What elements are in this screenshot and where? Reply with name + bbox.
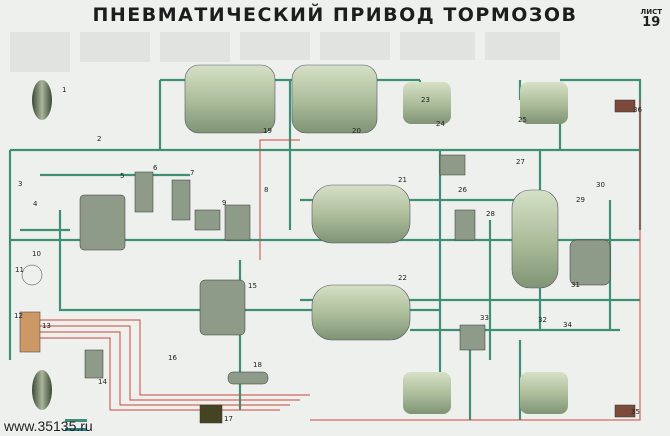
label-7: 7 bbox=[190, 169, 194, 177]
air-receivers bbox=[184, 64, 559, 341]
label-11: 11 bbox=[15, 266, 24, 274]
sheet-number: ЛИСТ 19 bbox=[640, 8, 662, 29]
control-lines bbox=[40, 100, 641, 421]
label-1: 1 bbox=[62, 86, 66, 94]
poster-title: ПНЕВМАТИЧЕСКИЙ ПРИВОД ТОРМОЗОВ bbox=[92, 4, 578, 26]
label-36: 36 bbox=[633, 106, 642, 114]
label-12: 12 bbox=[14, 312, 23, 320]
brake-chambers bbox=[32, 80, 568, 414]
label-25: 25 bbox=[518, 116, 527, 124]
label-19: 19 bbox=[263, 127, 272, 135]
label-6: 6 bbox=[153, 164, 158, 172]
sheet-value: 19 bbox=[642, 15, 661, 30]
label-8: 8 bbox=[264, 186, 268, 194]
line-legend bbox=[65, 419, 87, 431]
label-28: 28 bbox=[486, 210, 495, 218]
label-15: 15 bbox=[248, 282, 257, 290]
label-23: 23 bbox=[421, 96, 430, 104]
label-20: 20 bbox=[352, 127, 361, 135]
label-21: 21 bbox=[398, 176, 407, 184]
label-16: 16 bbox=[168, 354, 177, 362]
label-3: 3 bbox=[18, 180, 22, 188]
label-26: 26 bbox=[458, 186, 467, 194]
label-29: 29 bbox=[576, 196, 585, 204]
label-32: 32 bbox=[538, 316, 547, 324]
label-5: 5 bbox=[120, 172, 124, 180]
label-34: 34 bbox=[563, 321, 572, 329]
label-17: 17 bbox=[224, 415, 233, 423]
label-30: 30 bbox=[596, 181, 605, 189]
component-labels: 1 2 3 4 5 6 7 8 9 10 11 12 13 14 15 16 1… bbox=[14, 86, 642, 423]
valves-and-compressor bbox=[19, 99, 636, 424]
label-14: 14 bbox=[98, 378, 107, 386]
label-24: 24 bbox=[436, 120, 445, 128]
website-watermark: www.35135.ru bbox=[4, 418, 93, 434]
sheet-label: ЛИСТ bbox=[640, 8, 662, 16]
label-2: 2 bbox=[97, 135, 101, 143]
label-31: 31 bbox=[571, 281, 580, 289]
legend-text-block bbox=[10, 32, 560, 72]
label-4: 4 bbox=[33, 200, 38, 208]
label-35: 35 bbox=[631, 408, 640, 416]
label-9: 9 bbox=[222, 199, 226, 207]
label-13: 13 bbox=[42, 322, 51, 330]
label-22: 22 bbox=[398, 274, 407, 282]
label-27: 27 bbox=[516, 158, 525, 166]
label-33: 33 bbox=[480, 314, 489, 322]
label-10: 10 bbox=[32, 250, 41, 258]
label-18: 18 bbox=[253, 361, 262, 369]
